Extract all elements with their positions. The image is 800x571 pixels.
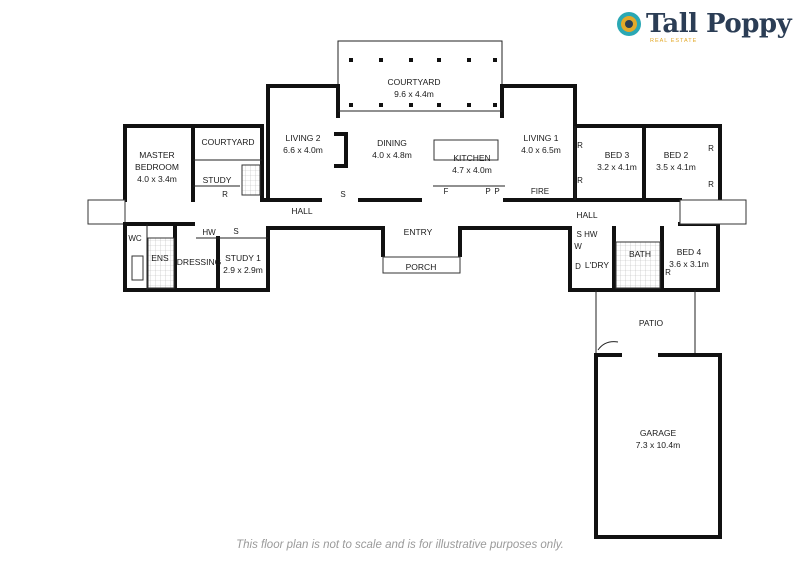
master-size: 4.0 x 3.4m [137,174,177,184]
brand-tagline: REAL ESTATE [650,38,698,44]
courtyard-top [337,40,503,112]
robe-bed2-bot: R [708,180,714,189]
patio-label: PATIO [639,318,664,328]
entry-label: ENTRY [404,227,433,237]
kitchen-size: 4.7 x 4.0m [452,165,492,175]
kitchen-label: KITCHEN [453,153,490,163]
hall-corridor [260,132,682,274]
brand-logo: Tall Poppy REAL ESTATE [616,9,796,45]
pantry-label-2: P [494,187,499,196]
living2-size: 6.6 x 4.0m [283,145,323,155]
bed2-size: 3.5 x 4.1m [656,162,696,172]
garage-area [594,290,722,539]
dressing-label: DRESSING [177,257,221,267]
fridge-label: F [444,187,449,196]
hw-left-label: HW [202,228,216,237]
right-wing [568,124,747,292]
s-hw-right-label: S HW [577,230,598,239]
main-walls [266,84,577,202]
left-lower-wing [123,222,383,292]
dining-label: DINING [377,138,407,148]
robe-bed4: R [665,268,671,277]
washer-label: W [574,242,582,251]
garage-label: GARAGE [640,428,677,438]
ens-label: ENS [151,253,169,263]
porch-label: PORCH [406,262,437,272]
dryer-label: D [575,262,581,271]
master-wing [87,124,264,225]
robe-study-label: R [222,190,228,199]
bed4-label: BED 4 [677,247,702,257]
fire-label: FIRE [531,187,549,196]
study1-label: STUDY 1 [225,253,261,263]
s-dining-label: S [340,190,345,199]
bed3-label: BED 3 [605,150,630,160]
bed3-size: 3.2 x 4.1m [597,162,637,172]
bath-label: BATH [629,249,651,259]
courtyard-top-label: COURTYARD [387,77,440,87]
living1-size: 4.0 x 6.5m [521,145,561,155]
hall-left-label: HALL [291,206,313,216]
s-left-label: S [233,227,238,236]
master-label-1: MASTER [139,150,174,160]
robe-bed3-bot: R [577,176,583,185]
robe-bed3-top: R [577,141,583,150]
robe-bed2-top: R [708,144,714,153]
wc-label: WC [128,234,142,243]
brand-name: Tall Poppy [646,9,792,39]
bed2-label: BED 2 [664,150,689,160]
study1-size: 2.9 x 2.9m [223,265,263,275]
master-label-2: BEDROOM [135,162,179,172]
pantry-label-1: P [485,187,490,196]
hall-right-label: HALL [576,210,598,220]
living2-label: LIVING 2 [286,133,321,143]
living1-label: LIVING 1 [524,133,559,143]
garage-size: 7.3 x 10.4m [636,440,680,450]
bed4-size: 3.6 x 3.1m [669,259,709,269]
disclaimer-text: This floor plan is not to scale and is f… [236,539,564,551]
poppy-logo-icon [617,12,641,36]
study-label: STUDY [203,175,232,185]
courtyard-small-label: COURTYARD [201,137,254,147]
courtyard-top-size: 9.6 x 4.4m [394,89,434,99]
dining-size: 4.0 x 4.8m [372,150,412,160]
laundry-label: L'DRY [585,260,609,270]
